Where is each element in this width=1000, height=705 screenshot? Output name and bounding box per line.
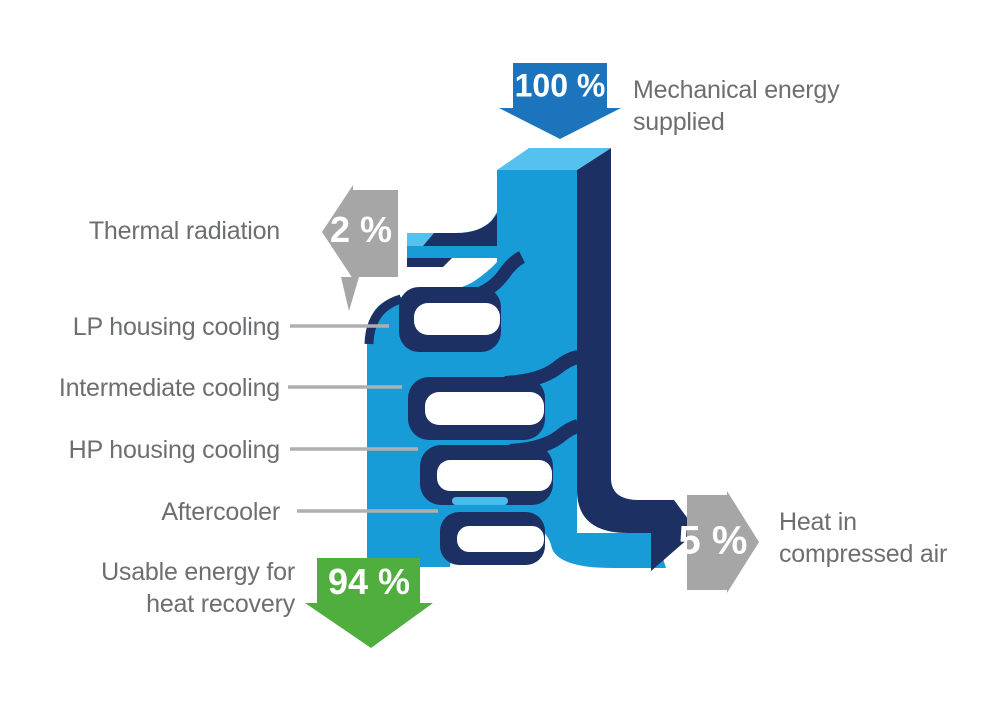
usable-percent: 94 % bbox=[327, 561, 411, 602]
input-label: Mechanical energy supplied bbox=[633, 74, 840, 138]
thermal-branch-under-shadow bbox=[407, 258, 452, 267]
thermal-branch-top-face bbox=[407, 233, 434, 246]
heat-in-air-label: Heat in compressed air bbox=[779, 506, 947, 570]
flow-side-shadow bbox=[577, 148, 697, 571]
flow-highlight bbox=[452, 497, 508, 505]
input-label-line1: Mechanical energy bbox=[633, 76, 840, 104]
flow-top-face bbox=[497, 148, 611, 170]
leader-lines bbox=[288, 324, 438, 513]
thermal-loss-arrow bbox=[322, 185, 398, 279]
thermal-label: Thermal radiation bbox=[88, 217, 280, 245]
lp-hole bbox=[414, 303, 500, 335]
stage-label-hp: HP housing cooling bbox=[68, 436, 281, 464]
heat-in-air-arrow bbox=[687, 491, 759, 593]
thermal-loss-arrow-tail bbox=[341, 277, 359, 311]
intermediate-hole bbox=[425, 392, 544, 425]
left-bend-shadow bbox=[364, 294, 403, 345]
usable-energy-arrow bbox=[305, 558, 433, 648]
thermal-percent: 2 % bbox=[329, 209, 393, 250]
heat-in-air-label-line1: Heat in bbox=[779, 508, 857, 536]
stage-label-lp: LP housing cooling bbox=[72, 313, 280, 341]
usable-label: Usable energy for heat recovery bbox=[40, 556, 295, 620]
stage-label-intermediate: Intermediate cooling bbox=[58, 374, 280, 402]
heat-in-air-percent: 5 % bbox=[678, 518, 748, 563]
usable-label-line2: heat recovery bbox=[146, 590, 295, 618]
hp-hole bbox=[437, 460, 552, 491]
usable-label-line1: Usable energy for bbox=[101, 558, 295, 586]
heat-in-air-label-line2: compressed air bbox=[779, 540, 948, 568]
input-arrow bbox=[499, 63, 621, 139]
stage-label-aftercooler: Aftercooler bbox=[161, 498, 280, 526]
input-percent: 100 % bbox=[514, 67, 606, 104]
input-label-line2: supplied bbox=[633, 108, 725, 136]
aftercooler-hole bbox=[457, 526, 544, 552]
